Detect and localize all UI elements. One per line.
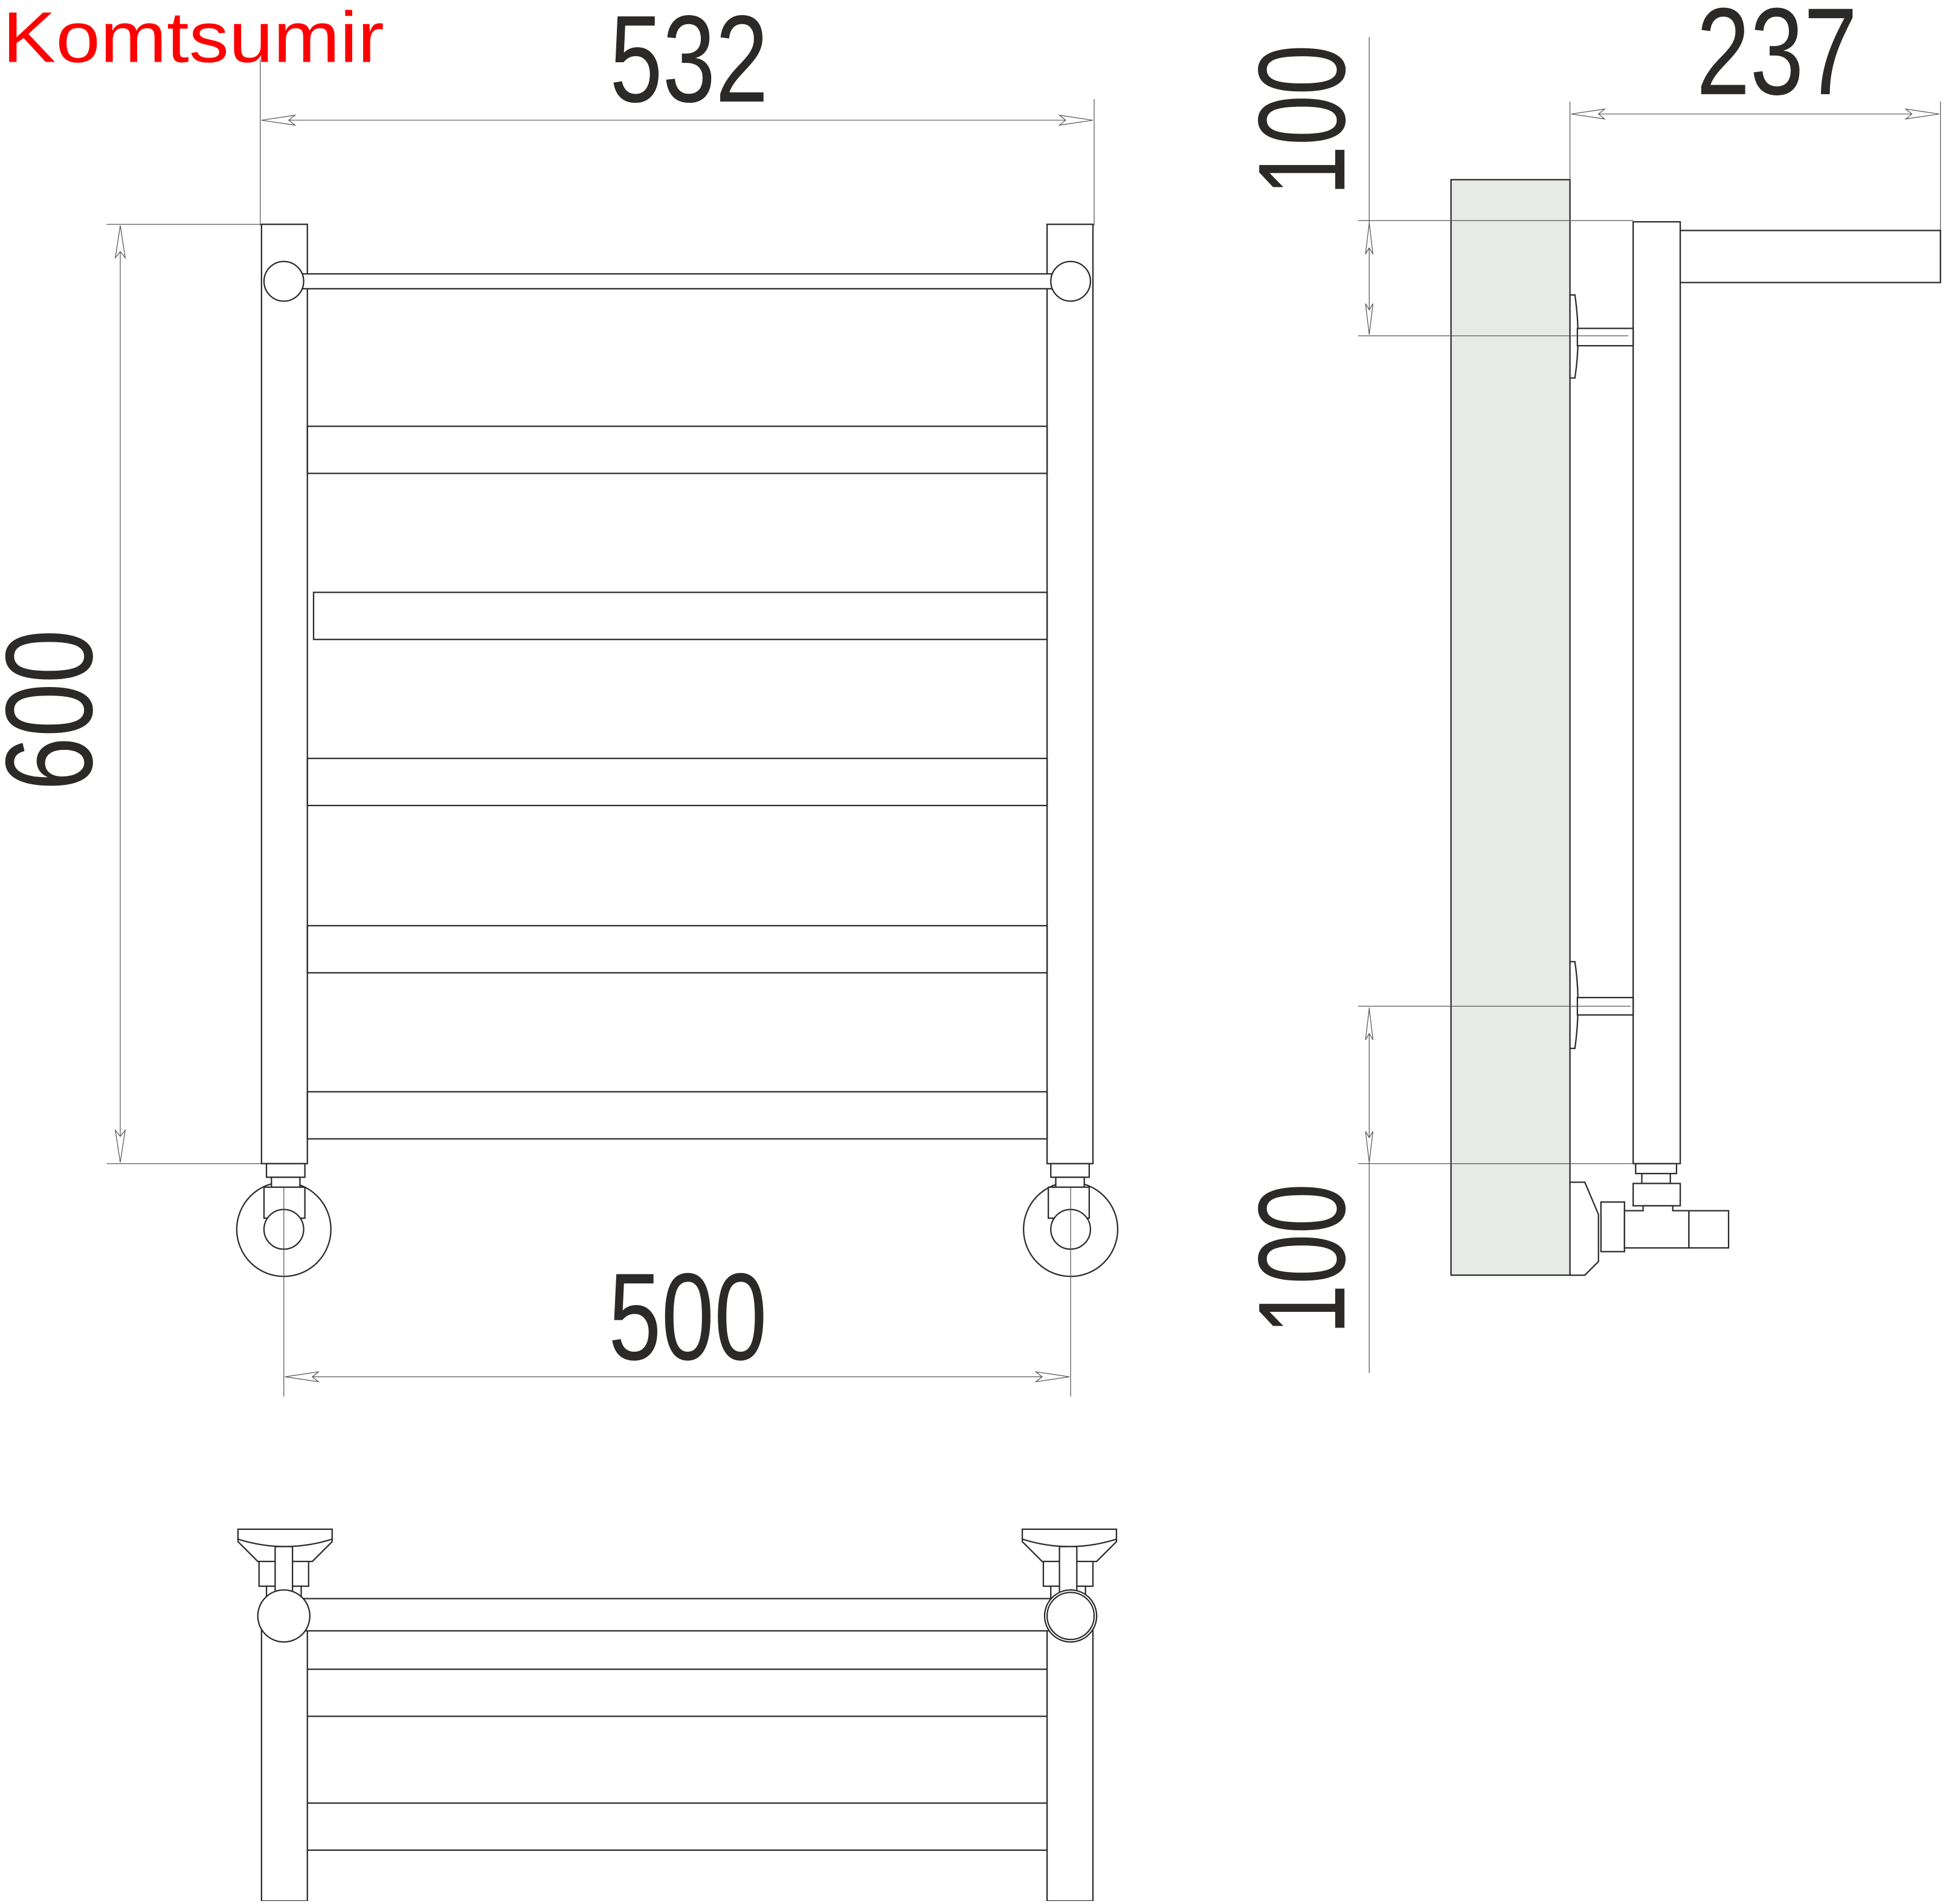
top-view-cap-right bbox=[1043, 1589, 1098, 1643]
top-valve-right bbox=[1021, 1528, 1118, 1599]
top-rail bbox=[299, 273, 1057, 289]
arrow-down-icon bbox=[114, 1129, 126, 1163]
top-rail-cap-left bbox=[263, 260, 304, 302]
top-view-crossbars bbox=[307, 1668, 1048, 1851]
arrow-down-icon bbox=[1365, 303, 1374, 335]
arrow-up-icon bbox=[114, 225, 126, 259]
dimension-center-distance: 500 bbox=[283, 1187, 1071, 1397]
arrow-up-icon bbox=[1365, 223, 1374, 254]
crossbars bbox=[306, 425, 1048, 1140]
dimension-top-offset: 100 bbox=[1232, 37, 1634, 337]
arrow-right-icon bbox=[1058, 114, 1094, 126]
arrow-right-icon bbox=[1034, 1371, 1070, 1383]
wall-bracket-bottom bbox=[1569, 961, 1634, 1050]
right-upright bbox=[1046, 224, 1094, 1164]
dimension-height: 600 bbox=[0, 224, 263, 1164]
side-top-rail bbox=[1679, 230, 1941, 283]
bottom-offset-label: 100 bbox=[1232, 1184, 1371, 1335]
top-view-left-upright bbox=[260, 1610, 308, 1902]
crossbar bbox=[306, 925, 1048, 974]
front-view: 532 600 bbox=[0, 0, 1119, 1397]
left-upright bbox=[260, 224, 308, 1164]
side-view: 237 100 bbox=[1232, 0, 1941, 1373]
arrow-left-icon bbox=[1571, 108, 1606, 120]
height-label: 600 bbox=[0, 630, 118, 791]
wall bbox=[1450, 179, 1571, 1276]
top-view bbox=[237, 1528, 1118, 1902]
brand-name: Komtsumir bbox=[2, 0, 384, 78]
depth-label: 237 bbox=[1696, 0, 1858, 121]
top-offset-label: 100 bbox=[1232, 45, 1371, 196]
dimension-overall-width: 532 bbox=[260, 0, 1095, 226]
top-view-right-upright bbox=[1046, 1610, 1094, 1902]
arrow-left-icon bbox=[285, 1371, 320, 1383]
crossbar bbox=[306, 1091, 1048, 1140]
top-valve-left bbox=[237, 1528, 333, 1599]
arrow-down-icon bbox=[1365, 1131, 1374, 1163]
crossbar bbox=[306, 757, 1048, 807]
side-valve bbox=[1569, 1163, 1730, 1276]
dimension-bottom-offset: 100 bbox=[1232, 1005, 1634, 1373]
center-distance-label: 500 bbox=[608, 1248, 767, 1386]
crossbar bbox=[312, 592, 1048, 641]
crossbar bbox=[306, 425, 1048, 474]
top-view-cap-left bbox=[257, 1589, 311, 1643]
dimension-depth: 237 bbox=[1569, 0, 1941, 231]
arrow-up-icon bbox=[1365, 1008, 1374, 1040]
top-view-rail bbox=[299, 1598, 1057, 1632]
wall-bracket-top bbox=[1569, 294, 1634, 379]
overall-width-label: 532 bbox=[610, 0, 768, 128]
top-rail-cap-right bbox=[1050, 260, 1092, 302]
side-upright bbox=[1632, 221, 1681, 1164]
arrow-right-icon bbox=[1904, 108, 1939, 120]
arrow-left-icon bbox=[261, 114, 297, 126]
